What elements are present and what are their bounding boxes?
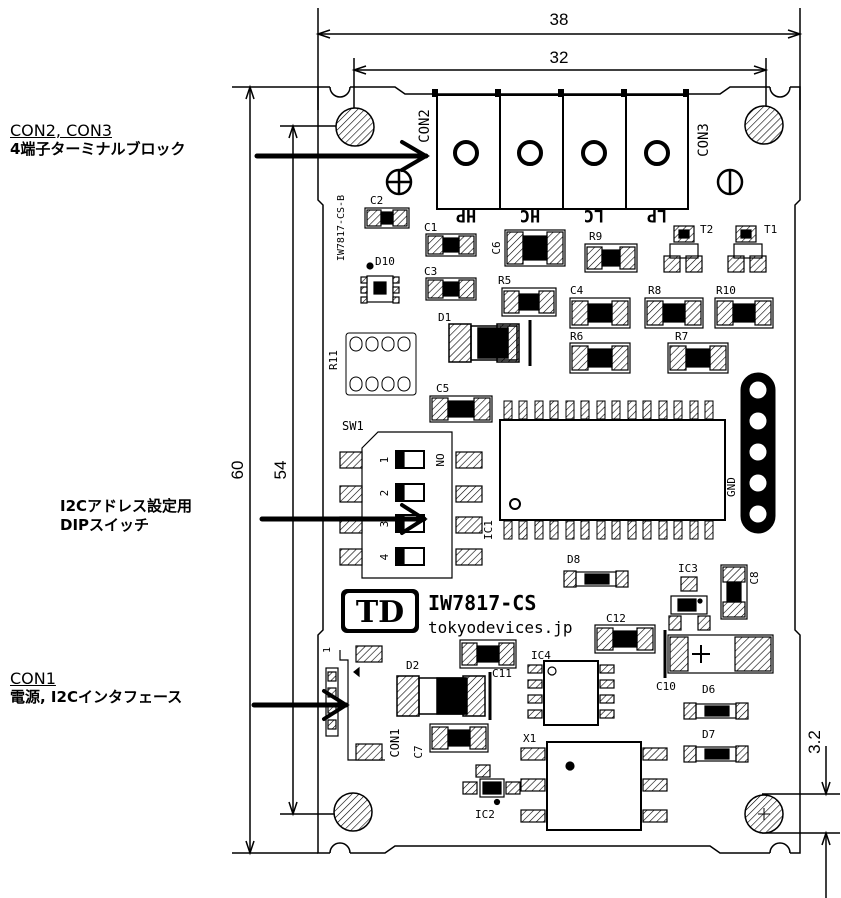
dim-width-outer: 38 [550,10,569,29]
label-d1: D1 [438,311,451,324]
board-website: tokyodevices.jp [428,618,573,637]
d8-diode [563,570,629,588]
label-ic4: IC4 [531,649,551,662]
label-r7: R7 [675,330,688,343]
callout-dip-switch: I2Cアドレス設定用 DIPスイッチ [60,497,192,535]
label-t1: T1 [764,223,777,236]
d10-package [360,262,400,304]
label-con2: CON2 [417,109,433,143]
terminal-hc: HC [520,205,540,225]
label-c11: C11 [492,667,512,680]
smd-footprints [364,207,774,753]
x1-crystal [520,741,668,831]
label-c2: C2 [370,194,383,207]
label-gnd: GND [725,477,738,497]
label-c6: C6 [490,241,503,254]
dim-height-inner: 54 [271,461,290,480]
label-c7: C7 [412,745,425,758]
callout-terminal-block-desc: 4端子ターミナルブロック [10,140,186,158]
d2-diode [396,672,492,720]
label-d8: D8 [567,553,580,566]
callout-terminal-block: CON2, CON3 4端子ターミナルブロック [10,121,185,159]
label-c1: C1 [424,221,437,234]
td-logo-text: TD [356,595,404,630]
dip-pos-2: 2 [378,490,391,497]
con1-connector [325,645,385,761]
label-d2: D2 [406,659,419,672]
ic4-chip [527,660,615,726]
label-d10: D10 [375,255,395,268]
dip-on-label: ON [433,453,446,466]
label-con1: CON1 [388,729,402,758]
terminal-lc: LC [584,205,604,225]
label-c12: C12 [606,612,626,625]
label-c10: C10 [656,680,676,693]
label-pin1: 1 [322,647,333,653]
transistors [663,225,767,273]
label-r10: R10 [716,284,736,297]
terminal-labels: HP HC LC LP [456,205,667,225]
callout-terminal-block-title: CON2, CON3 [10,121,112,140]
label-ic2: IC2 [475,808,495,821]
label-r6: R6 [570,330,583,343]
td-logo: TD [341,589,419,633]
label-r5: R5 [498,274,511,287]
label-c4: C4 [570,284,584,297]
terminal-hp: HP [456,205,476,225]
callout-con1-desc: 電源, I2Cインタフェース [10,688,183,706]
pin-header [740,372,776,534]
callout-dip-switch-title: I2Cアドレス設定用 [60,497,193,515]
terminal-screws [453,140,670,166]
ic3-package [668,576,711,631]
dim-width-inner: 32 [550,48,569,67]
board-side-label: IW7817-CS-B [336,195,347,261]
callout-dip-switch-desc: DIPスイッチ [60,516,150,534]
component-labels: C2 C1 C3 C6 R9 R5 C4 R8 R10 R6 R7 C5 C12… [322,194,777,821]
dip-pos-3: 3 [378,521,391,528]
label-r8: R8 [648,284,661,297]
terminal-lp: LP [647,205,667,225]
label-ic1: IC1 [482,520,495,540]
ic1-chip [499,419,726,521]
mounting-holes [333,105,784,834]
dip-pos-4: 4 [378,553,391,560]
label-c3: C3 [424,265,437,278]
callout-con1-title: CON1 [10,669,56,688]
dim-hole-offset: 3.2 [805,730,824,754]
ic1-pins [503,400,714,540]
r11-array [345,332,417,396]
label-c5: C5 [436,382,449,395]
label-d7: D7 [702,728,715,741]
label-r9: R9 [589,230,602,243]
label-r11: R11 [327,350,340,370]
board-outline [317,86,801,854]
c10-capacitor [663,630,774,678]
label-t2: T2 [700,223,713,236]
polarity-marks [385,168,744,196]
label-x1: X1 [523,732,536,745]
callout-arrows [251,140,430,721]
callout-con1: CON1 電源, I2Cインタフェース [10,669,182,707]
board-model: IW7817-CS [428,591,536,615]
dip-pos-1: 1 [378,457,391,464]
label-c8: C8 [748,571,761,584]
label-con3: CON3 [696,123,712,157]
d6-d7-diodes [683,702,749,763]
label-d6: D6 [702,683,715,696]
dimension-lines [232,8,840,898]
dim-height-outer: 60 [228,461,247,480]
dip-switch-labels: 1 2 3 4 ON [378,453,446,560]
label-ic3: IC3 [678,562,698,575]
d1-diode [448,320,532,366]
label-sw1: SW1 [342,419,364,433]
dip-switch [339,431,483,579]
ic2-package [462,764,521,806]
